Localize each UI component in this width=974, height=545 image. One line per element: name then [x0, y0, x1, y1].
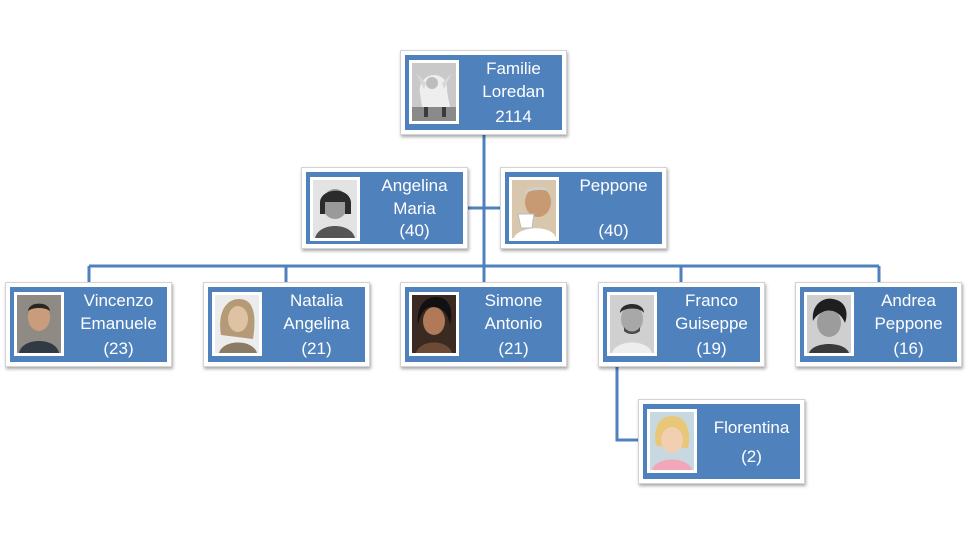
node-value: (19) [696, 339, 727, 358]
node-parent-peppone[interactable]: Peppone (40) [500, 167, 667, 249]
node-name: Vincenzo Emanuele [80, 291, 157, 333]
node-value: (2) [741, 447, 762, 466]
node-value: (21) [498, 339, 529, 358]
man-portrait-photo [14, 292, 64, 356]
node-child-simone[interactable]: Simone Antonio (21) [400, 282, 567, 367]
node-child-andrea[interactable]: Andrea Peppone (16) [795, 282, 962, 367]
node-parent-angelina[interactable]: Angelina Maria (40) [301, 167, 468, 249]
node-child-natalia[interactable]: Natalia Angelina (21) [203, 282, 370, 367]
man-portrait-photo [804, 292, 854, 356]
node-name: Andrea Peppone [874, 291, 943, 333]
node-name: Peppone [579, 176, 648, 195]
node-value: 2114 [495, 107, 532, 126]
node-name: Natalia Angelina [283, 291, 350, 333]
node-value: (23) [103, 339, 134, 358]
node-name: Franco Guiseppe [675, 291, 748, 333]
child-portrait-photo [647, 409, 697, 473]
node-child-vincenzo[interactable]: Vincenzo Emanuele (23) [5, 282, 172, 367]
node-value: (16) [893, 339, 924, 358]
woman-portrait-photo [212, 292, 262, 356]
node-value: (40) [598, 221, 629, 240]
man-portrait-photo [409, 292, 459, 356]
man-portrait-photo [607, 292, 657, 356]
node-name: Florentina [713, 418, 790, 437]
grandchild-line [615, 366, 640, 442]
node-root[interactable]: Familie Loredan 2114 [400, 50, 567, 135]
node-value: (40) [399, 221, 430, 240]
node-value: (21) [301, 339, 332, 358]
lion-statue-photo [409, 60, 459, 124]
node-name: Simone Antonio [484, 291, 543, 333]
node-child-franco[interactable]: Franco Guiseppe (19) [598, 282, 765, 367]
node-name: Familie Loredan [482, 59, 545, 101]
node-name: Angelina Maria [381, 176, 448, 218]
node-grandchild-florentina[interactable]: Florentina (2) [638, 399, 805, 484]
man-drinking-portrait-photo [509, 177, 559, 241]
woman-portrait-photo [310, 177, 360, 241]
